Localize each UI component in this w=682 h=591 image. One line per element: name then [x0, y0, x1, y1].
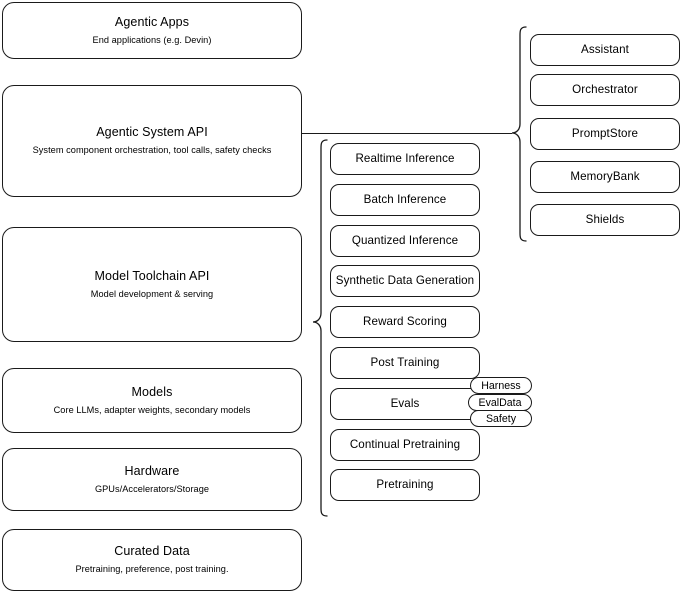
layer-subtitle: GPUs/Accelerators/Storage — [94, 483, 210, 494]
layer-subtitle: Pretraining, preference, post training. — [75, 564, 229, 575]
capability-box-post-training[interactable]: Post Training — [330, 347, 480, 379]
eval-tag-harness[interactable]: Harness — [470, 377, 532, 394]
capability-label: Realtime Inference — [355, 151, 455, 165]
capability-label: Pretraining — [376, 477, 434, 491]
layer-subtitle: System component orchestration, tool cal… — [32, 145, 272, 156]
capability-box-pretraining[interactable]: Pretraining — [330, 469, 480, 501]
capability-box-evals[interactable]: Evals — [330, 388, 480, 420]
layer-box-agentic-apps[interactable]: Agentic Apps End applications (e.g. Devi… — [2, 2, 302, 59]
capability-box-synthetic-data-generation[interactable]: Synthetic Data Generation — [330, 265, 480, 297]
capability-box-quantized-inference[interactable]: Quantized Inference — [330, 225, 480, 257]
layer-box-curated-data[interactable]: Curated Data Pretraining, preference, po… — [2, 529, 302, 591]
layer-title: Model Toolchain API — [94, 268, 210, 283]
component-box-shields[interactable]: Shields — [530, 204, 680, 236]
capability-label: Evals — [390, 396, 420, 410]
layer-box-model-toolchain-api[interactable]: Model Toolchain API Model development & … — [2, 227, 302, 342]
eval-tag-evaldata[interactable]: EvalData — [468, 394, 532, 411]
capability-label: Reward Scoring — [363, 314, 447, 328]
component-label: PromptStore — [571, 126, 639, 140]
layer-box-agentic-system-api[interactable]: Agentic System API System component orch… — [2, 85, 302, 197]
eval-tag-label: Harness — [481, 379, 521, 392]
capability-label: Quantized Inference — [351, 233, 459, 247]
component-box-assistant[interactable]: Assistant — [530, 34, 680, 66]
layer-title: Models — [131, 384, 173, 399]
layer-title: Curated Data — [114, 544, 190, 559]
capability-box-continual-pretraining[interactable]: Continual Pretraining — [330, 429, 480, 461]
component-label: Orchestrator — [572, 82, 638, 96]
connector-line-system-api-to-components — [302, 133, 512, 134]
capability-box-realtime-inference[interactable]: Realtime Inference — [330, 143, 480, 175]
capability-label: Synthetic Data Generation — [335, 273, 475, 287]
brace-toolchain-capabilities — [312, 139, 328, 517]
eval-tag-label: EvalData — [478, 396, 522, 409]
component-box-memorybank[interactable]: MemoryBank — [530, 161, 680, 193]
brace-system-components — [511, 26, 527, 242]
capability-box-batch-inference[interactable]: Batch Inference — [330, 184, 480, 216]
layer-title: Hardware — [124, 463, 180, 478]
capability-box-reward-scoring[interactable]: Reward Scoring — [330, 306, 480, 338]
component-box-orchestrator[interactable]: Orchestrator — [530, 74, 680, 106]
component-label: Assistant — [581, 42, 629, 56]
layer-subtitle: Core LLMs, adapter weights, secondary mo… — [53, 404, 251, 415]
capability-label: Batch Inference — [363, 192, 447, 206]
layer-box-models[interactable]: Models Core LLMs, adapter weights, secon… — [2, 368, 302, 433]
capability-label: Continual Pretraining — [349, 437, 461, 451]
capability-label: Post Training — [370, 355, 440, 369]
layer-subtitle: Model development & serving — [90, 288, 214, 299]
layer-title: Agentic Apps — [114, 14, 190, 29]
component-box-promptstore[interactable]: PromptStore — [530, 118, 680, 150]
eval-tag-safety[interactable]: Safety — [470, 410, 532, 427]
component-label: MemoryBank — [570, 169, 640, 183]
layer-subtitle: End applications (e.g. Devin) — [92, 34, 212, 45]
eval-tag-label: Safety — [485, 412, 517, 425]
component-label: Shields — [585, 212, 625, 226]
layer-box-hardware[interactable]: Hardware GPUs/Accelerators/Storage — [2, 448, 302, 511]
layer-title: Agentic System API — [96, 125, 208, 140]
